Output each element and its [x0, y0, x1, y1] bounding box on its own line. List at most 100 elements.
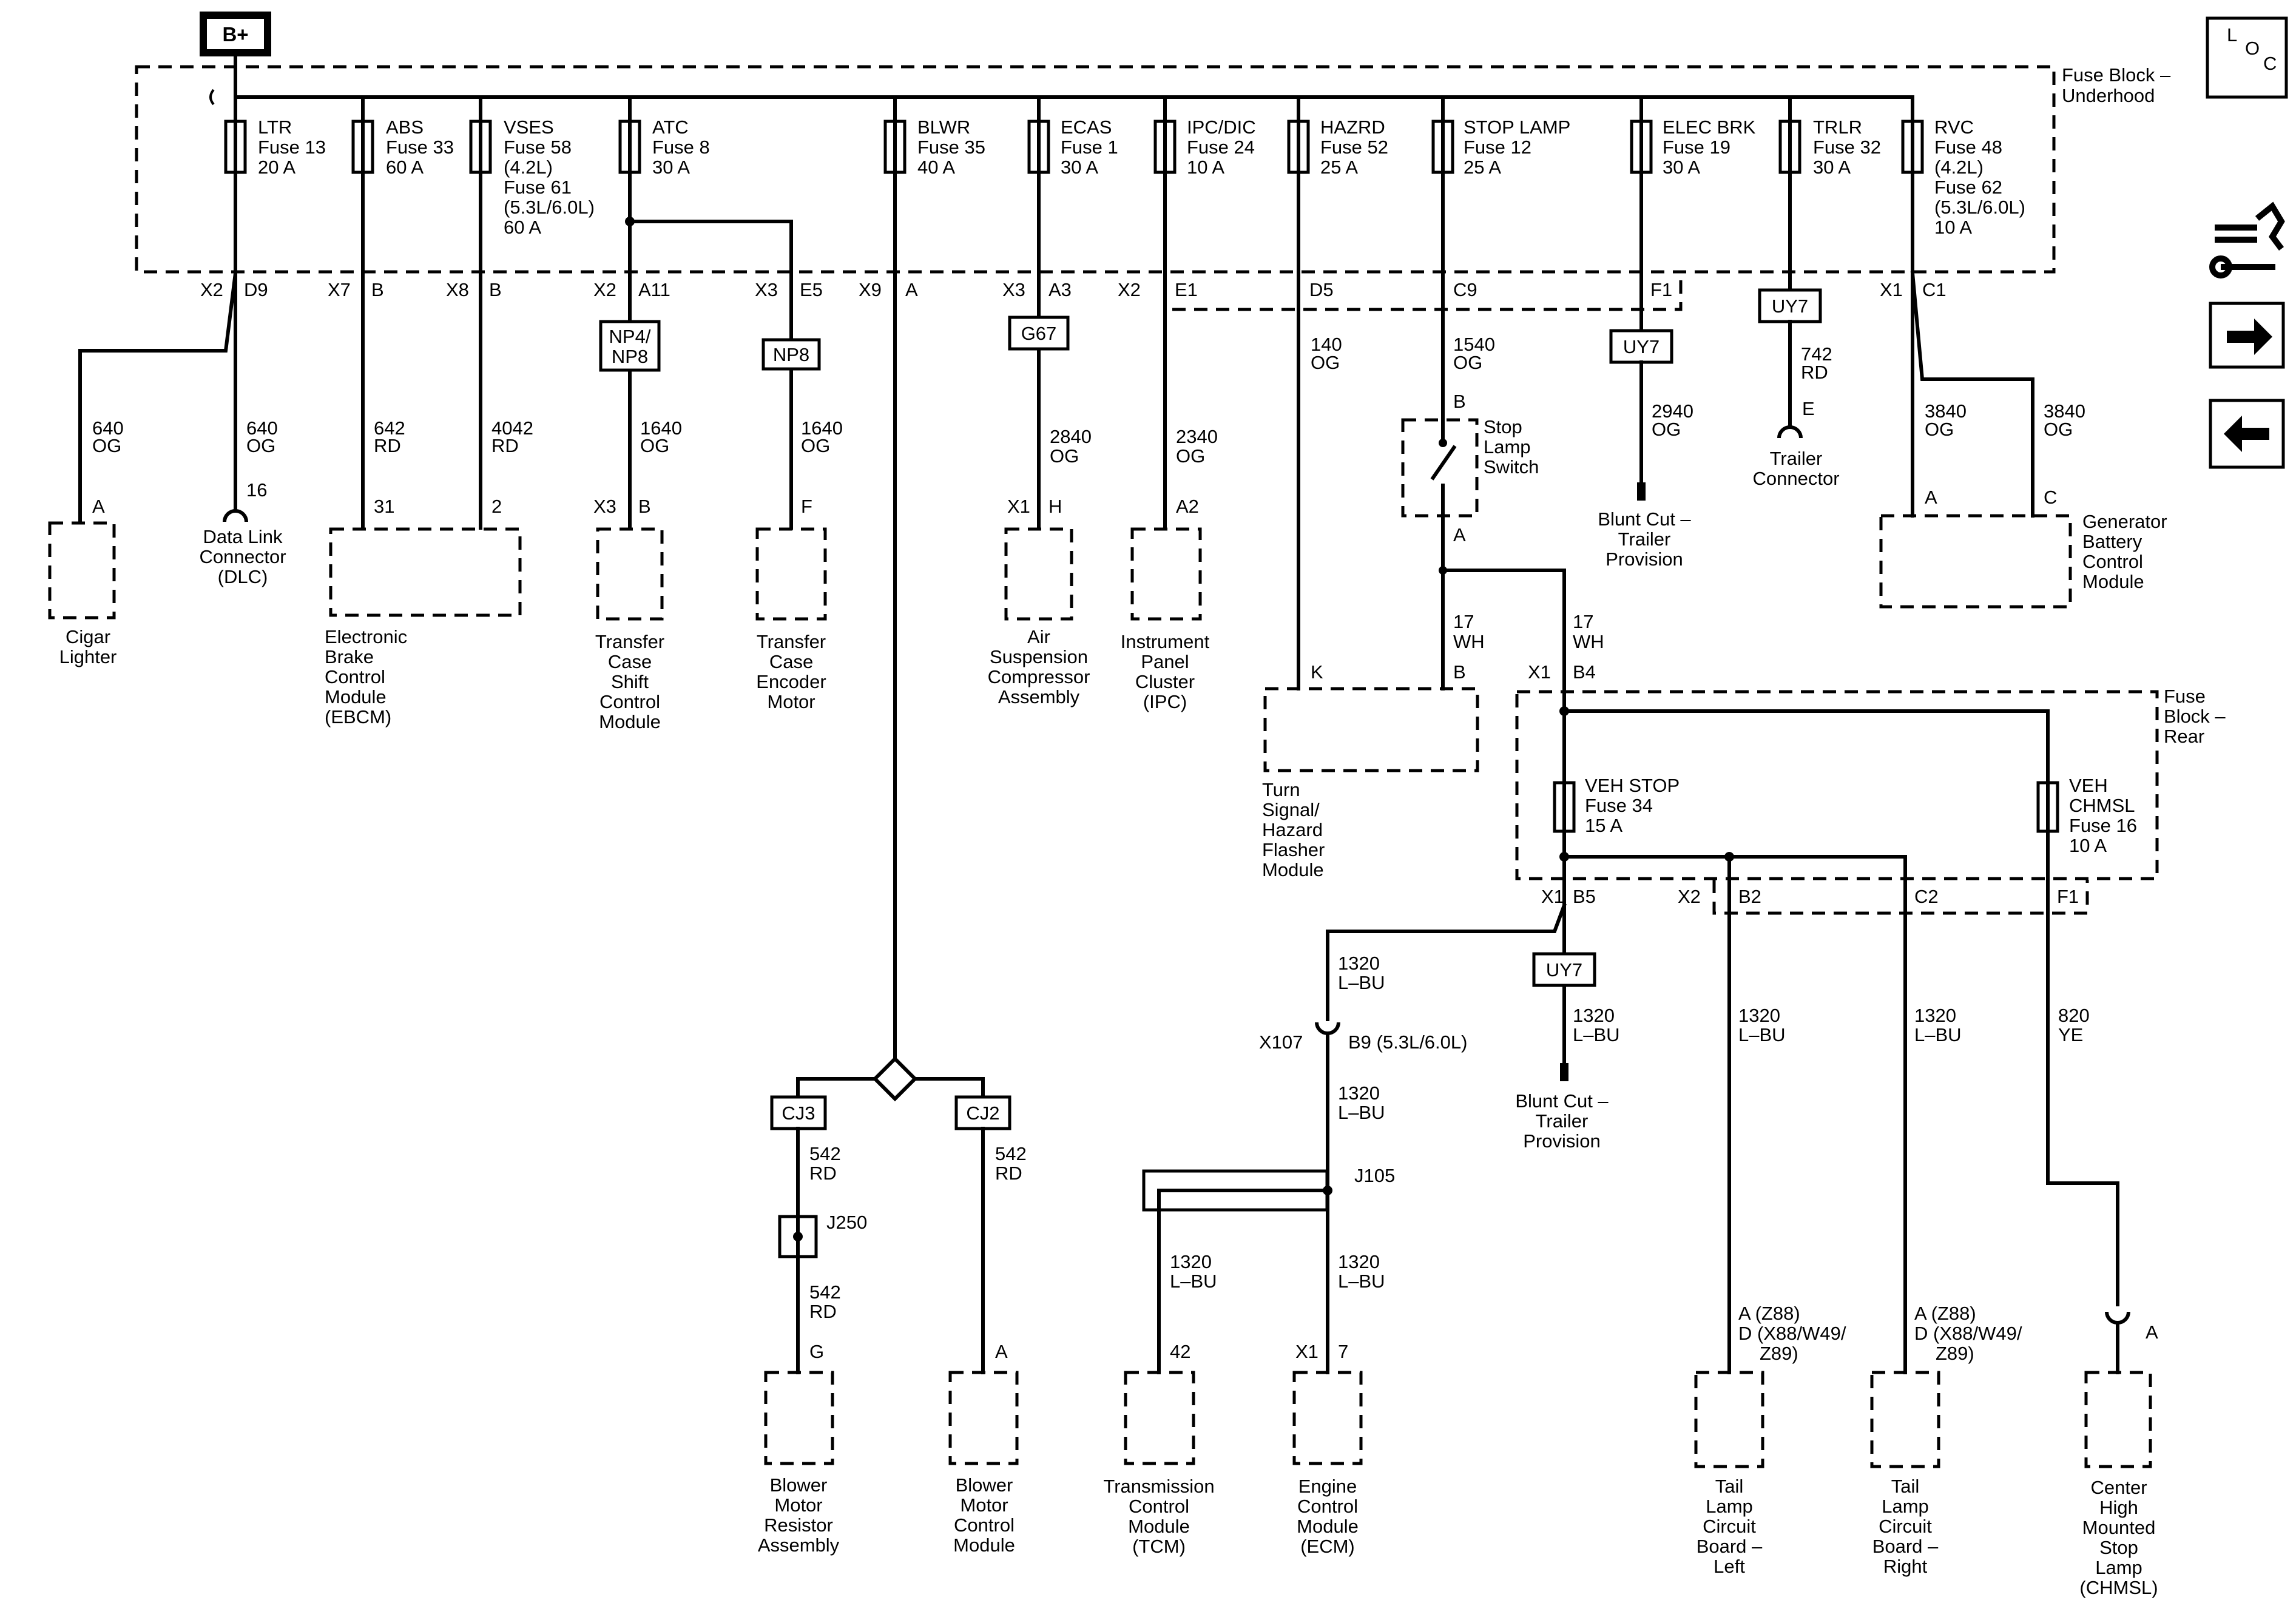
svg-text:X2: X2 — [1118, 279, 1141, 300]
svg-text:BLWR: BLWR — [917, 116, 970, 138]
svg-text:542: 542 — [809, 1143, 841, 1164]
svg-text:Motor: Motor — [767, 691, 815, 712]
splice-j250: J250 — [778, 1212, 867, 1258]
fuse-ltr: LTR Fuse 13 20 A — [224, 95, 326, 511]
svg-text:Fuse 58: Fuse 58 — [504, 137, 572, 158]
svg-text:(CHMSL): (CHMSL) — [2079, 1577, 2158, 1598]
svg-text:ECAS: ECAS — [1061, 116, 1112, 138]
svg-text:1320: 1320 — [1170, 1251, 1212, 1272]
svg-text:(5.3L/6.0L): (5.3L/6.0L) — [504, 197, 595, 218]
svg-text:L–BU: L–BU — [1338, 1102, 1385, 1123]
tail-lamp-board-left: A (Z88) D (X88/W49/ Z89) Tail Lamp Circu… — [1694, 1303, 1846, 1577]
option-g67: G67 — [1008, 316, 1070, 351]
svg-text:Assembly: Assembly — [758, 1534, 840, 1556]
fuse-abs: ABS Fuse 33 60 A — [351, 95, 454, 530]
svg-text:X1: X1 — [1007, 496, 1030, 517]
svg-text:(DLC): (DLC) — [218, 566, 268, 587]
svg-text:OG: OG — [1453, 352, 1482, 373]
svg-text:Mounted: Mounted — [2082, 1517, 2156, 1538]
svg-text:Module: Module — [325, 686, 387, 707]
svg-text:B: B — [371, 279, 384, 300]
svg-text:B9 (5.3L/6.0L): B9 (5.3L/6.0L) — [1348, 1031, 1467, 1053]
svg-text:Control: Control — [599, 691, 660, 712]
svg-text:X9: X9 — [859, 279, 882, 300]
svg-text:C9: C9 — [1453, 279, 1477, 300]
svg-text:L–BU: L–BU — [1573, 1024, 1620, 1045]
svg-text:Switch: Switch — [1484, 456, 1539, 478]
svg-text:820: 820 — [2058, 1005, 2090, 1026]
svg-text:17: 17 — [1573, 611, 1593, 632]
svg-text:Fuse 32: Fuse 32 — [1813, 137, 1881, 158]
svg-text:25 A: 25 A — [1320, 157, 1358, 178]
svg-text:YE: YE — [2058, 1024, 2083, 1045]
underhood-fuse-block — [135, 65, 2056, 274]
svg-text:OG: OG — [1311, 352, 1340, 373]
svg-text:UY7: UY7 — [1546, 959, 1582, 981]
splice-j105: J105 — [1142, 1165, 1395, 1374]
svg-text:O: O — [2245, 38, 2260, 59]
svg-text:Board –: Board – — [1872, 1536, 1939, 1557]
stop-lamp-switch: B Stop Lamp Switch A — [1401, 391, 1539, 690]
svg-text:A: A — [2146, 1322, 2158, 1343]
svg-text:A3: A3 — [1048, 279, 1072, 300]
svg-text:A11: A11 — [638, 279, 670, 300]
svg-text:X1: X1 — [1880, 279, 1903, 300]
svg-text:Module: Module — [1297, 1516, 1359, 1537]
svg-text:2: 2 — [491, 496, 502, 517]
svg-text:L–BU: L–BU — [1170, 1271, 1217, 1292]
blunt-cut-trailer-provision-top: Blunt Cut – Trailer Provision — [1598, 360, 1691, 570]
svg-text:RD: RD — [491, 435, 519, 456]
trailer-connector: E Trailer Connector — [1752, 398, 1839, 489]
svg-text:140: 140 — [1311, 334, 1342, 355]
transmission-control-module: 42 Transmission Control Module (TCM) — [1103, 1341, 1214, 1557]
svg-text:RD: RD — [809, 1301, 837, 1322]
option-np4-np8: NP4/ NP8 — [599, 320, 661, 372]
option-uy7-elec-brk: UY7 — [1609, 329, 1673, 364]
svg-text:OG: OG — [1050, 445, 1079, 467]
svg-text:10 A: 10 A — [2069, 835, 2107, 856]
svg-text:1320: 1320 — [1573, 1005, 1615, 1026]
instrument-panel-cluster: A2 Instrument Panel Cluster (IPC) — [1121, 496, 1210, 712]
svg-text:542: 542 — [995, 1143, 1027, 1164]
svg-text:STOP LAMP: STOP LAMP — [1464, 116, 1570, 138]
svg-text:60 A: 60 A — [386, 157, 424, 178]
fuse-hazrd: HAZRD Fuse 52 25 A — [1287, 95, 1388, 690]
svg-text:X7: X7 — [328, 279, 351, 300]
svg-text:Control: Control — [1297, 1496, 1358, 1517]
svg-text:Fuse Block –: Fuse Block – — [2062, 64, 2171, 86]
svg-text:Hazard: Hazard — [1262, 819, 1323, 840]
svg-text:642: 642 — [374, 417, 405, 439]
svg-text:B: B — [1453, 661, 1466, 683]
svg-text:WH: WH — [1453, 631, 1485, 652]
svg-text:B5: B5 — [1573, 886, 1596, 907]
svg-text:ELEC BRK: ELEC BRK — [1663, 116, 1756, 138]
svg-text:4042: 4042 — [491, 417, 533, 439]
svg-text:Generator: Generator — [2082, 511, 2167, 532]
svg-text:B2: B2 — [1738, 886, 1761, 907]
svg-text:OG: OG — [1176, 445, 1205, 467]
svg-text:WH: WH — [1573, 631, 1604, 652]
svg-text:640: 640 — [92, 417, 124, 439]
svg-text:Control: Control — [954, 1514, 1015, 1536]
svg-text:(ECM): (ECM) — [1300, 1536, 1355, 1557]
svg-text:Transfer: Transfer — [757, 631, 826, 652]
cigar-lighter: A Cigar Lighter — [48, 496, 116, 667]
blunt-cut-trailer-provision-rear: Blunt Cut – Trailer Provision — [1515, 1063, 1609, 1152]
svg-text:C: C — [2263, 53, 2277, 74]
svg-text:Module: Module — [2082, 571, 2144, 592]
svg-text:1540: 1540 — [1453, 334, 1495, 355]
svg-text:H: H — [1048, 496, 1062, 517]
svg-text:Instrument: Instrument — [1121, 631, 1210, 652]
svg-text:Module: Module — [599, 711, 661, 732]
svg-text:Resistor: Resistor — [764, 1514, 833, 1536]
svg-text:31: 31 — [374, 496, 394, 517]
svg-text:E5: E5 — [800, 279, 823, 300]
svg-text:1320: 1320 — [1338, 1251, 1380, 1272]
svg-text:RD: RD — [1801, 362, 1828, 383]
svg-text:X3: X3 — [1002, 279, 1025, 300]
svg-text:RD: RD — [809, 1163, 837, 1184]
svg-text:Blower: Blower — [956, 1474, 1013, 1496]
svg-text:Fuse 62: Fuse 62 — [1934, 177, 2002, 198]
svg-text:(IPC): (IPC) — [1143, 691, 1187, 712]
fuse-stop-lamp: STOP LAMP Fuse 12 25 A — [1431, 95, 1570, 427]
